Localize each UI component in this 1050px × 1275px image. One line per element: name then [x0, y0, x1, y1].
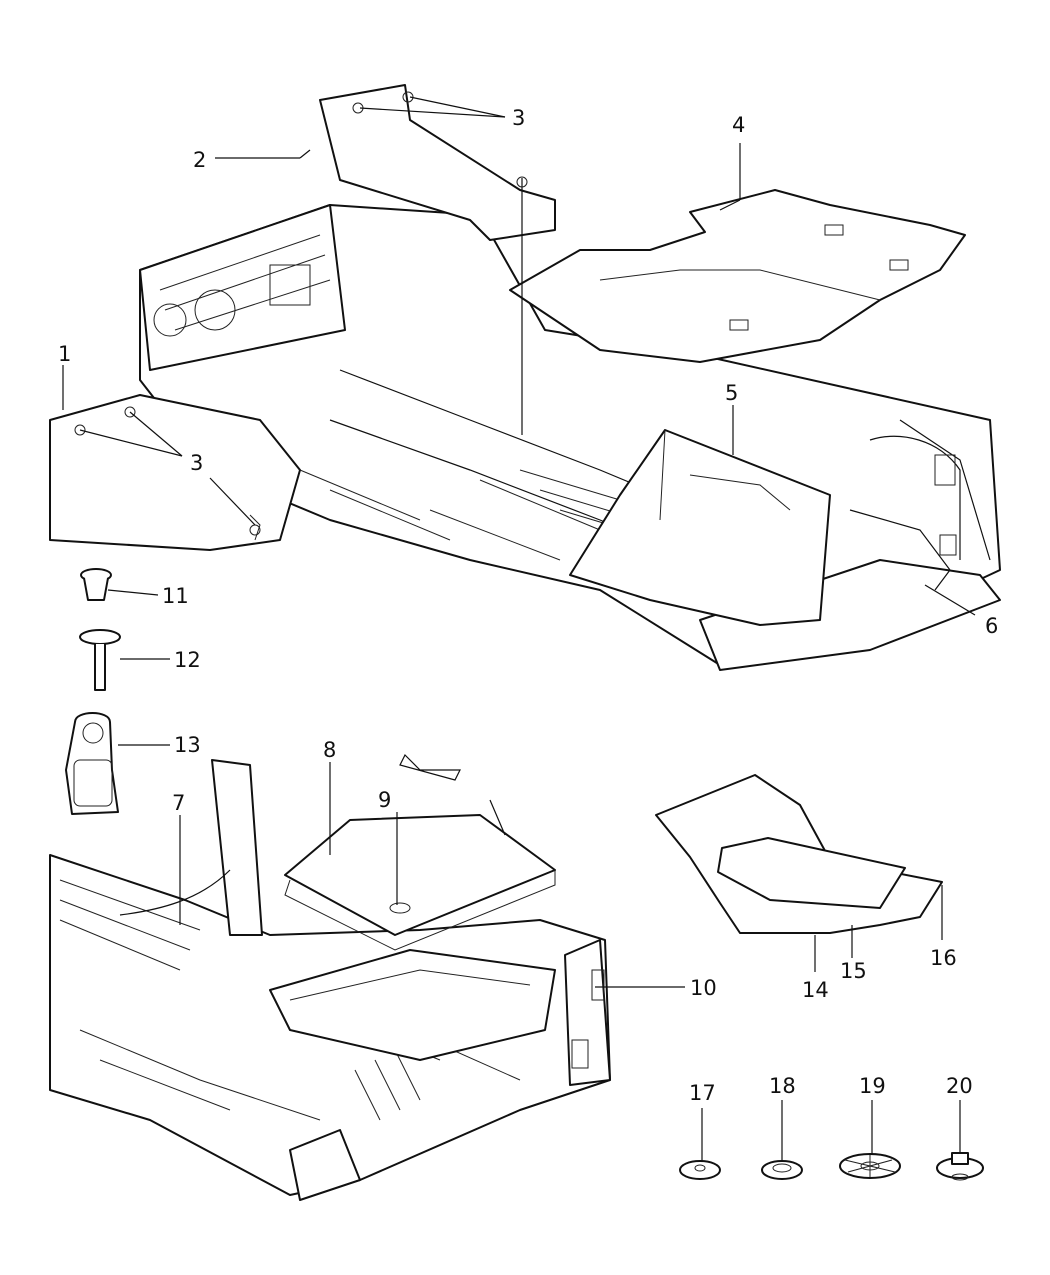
part-8-load-floor	[284, 814, 556, 951]
leader-3a-1	[409, 96, 506, 118]
part-20-push-pin-icon	[936, 1152, 984, 1181]
callout-7: 7	[172, 791, 185, 815]
leader-lines	[62, 96, 976, 1162]
callout-5: 5	[725, 381, 738, 405]
callout-11: 11	[162, 584, 189, 608]
callout-14: 14	[802, 978, 829, 1002]
callout-12: 12	[174, 648, 201, 672]
callout-4: 4	[732, 113, 745, 137]
callout-3: 3	[512, 106, 525, 130]
leader-3b-1	[79, 429, 183, 457]
part-13-tie-down-icon	[65, 712, 119, 815]
callout-10: 10	[690, 976, 717, 1000]
leader-11	[107, 589, 159, 596]
callout-19: 19	[859, 1074, 886, 1098]
callout-16: 16	[930, 946, 957, 970]
callout-20: 20	[946, 1074, 973, 1098]
callout-1: 1	[58, 342, 71, 366]
part-19-clip-icon	[839, 1153, 901, 1179]
callout-15: 15	[840, 959, 867, 983]
callout-18: 18	[769, 1074, 796, 1098]
part-4-rear-floor-carpet	[509, 189, 966, 363]
part-10-storage-bin	[269, 949, 556, 1061]
leader-3b-3	[209, 477, 256, 526]
part-18-retainer-icon	[761, 1160, 803, 1180]
part-trim-bracket	[399, 753, 506, 836]
callout-17: 17	[689, 1081, 716, 1105]
part-17-retainer-icon	[679, 1160, 721, 1180]
part-14-16-floor-mat	[655, 774, 943, 934]
leader-4b	[719, 199, 741, 211]
callout-2: 2	[193, 148, 206, 172]
leader-2b	[299, 149, 311, 159]
part-6-rear-panel	[849, 509, 951, 591]
part-12-bolt-icon	[79, 629, 121, 691]
callout-8: 8	[323, 738, 336, 762]
callout-9: 9	[378, 788, 391, 812]
callout-6: 6	[985, 614, 998, 638]
part-11-nut-icon	[80, 568, 112, 601]
leader-3b-2	[129, 411, 183, 457]
callout-13: 13	[174, 733, 201, 757]
callout-3: 3	[190, 451, 203, 475]
leader-6	[924, 584, 976, 616]
part-5-cargo-silencer	[569, 429, 831, 626]
leader-3a-2	[359, 107, 506, 118]
callout-labels: 1 2 3 3 4 5 6 7 8 9 10 11 12 13 14 15 16…	[58, 106, 998, 1105]
